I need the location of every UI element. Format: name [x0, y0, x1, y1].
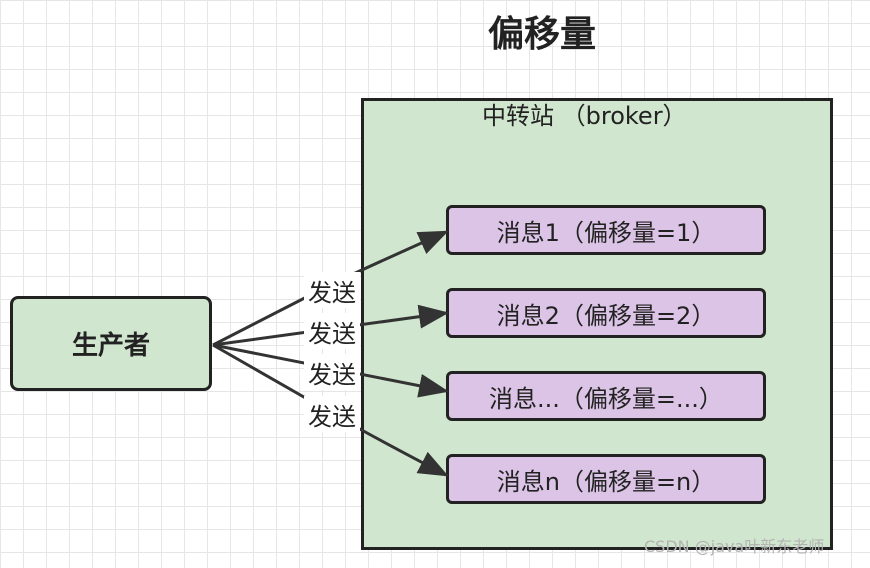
message-box-n: 消息n（偏移量=n）	[446, 454, 766, 504]
send-label-4: 发送	[304, 396, 360, 432]
diagram-title: 偏移量	[488, 14, 597, 55]
send-label-2: 发送	[304, 313, 360, 349]
message-box-1: 消息1（偏移量=1）	[446, 205, 766, 255]
broker-label: 中转站 （broker）	[482, 102, 687, 130]
watermark: CSDN @java叶新东老师	[644, 537, 825, 556]
message-box-ellipsis: 消息...（偏移量=...）	[446, 371, 766, 421]
send-label-3: 发送	[304, 354, 360, 390]
producer-box: 生产者	[10, 296, 212, 391]
send-label-1: 发送	[304, 272, 360, 308]
